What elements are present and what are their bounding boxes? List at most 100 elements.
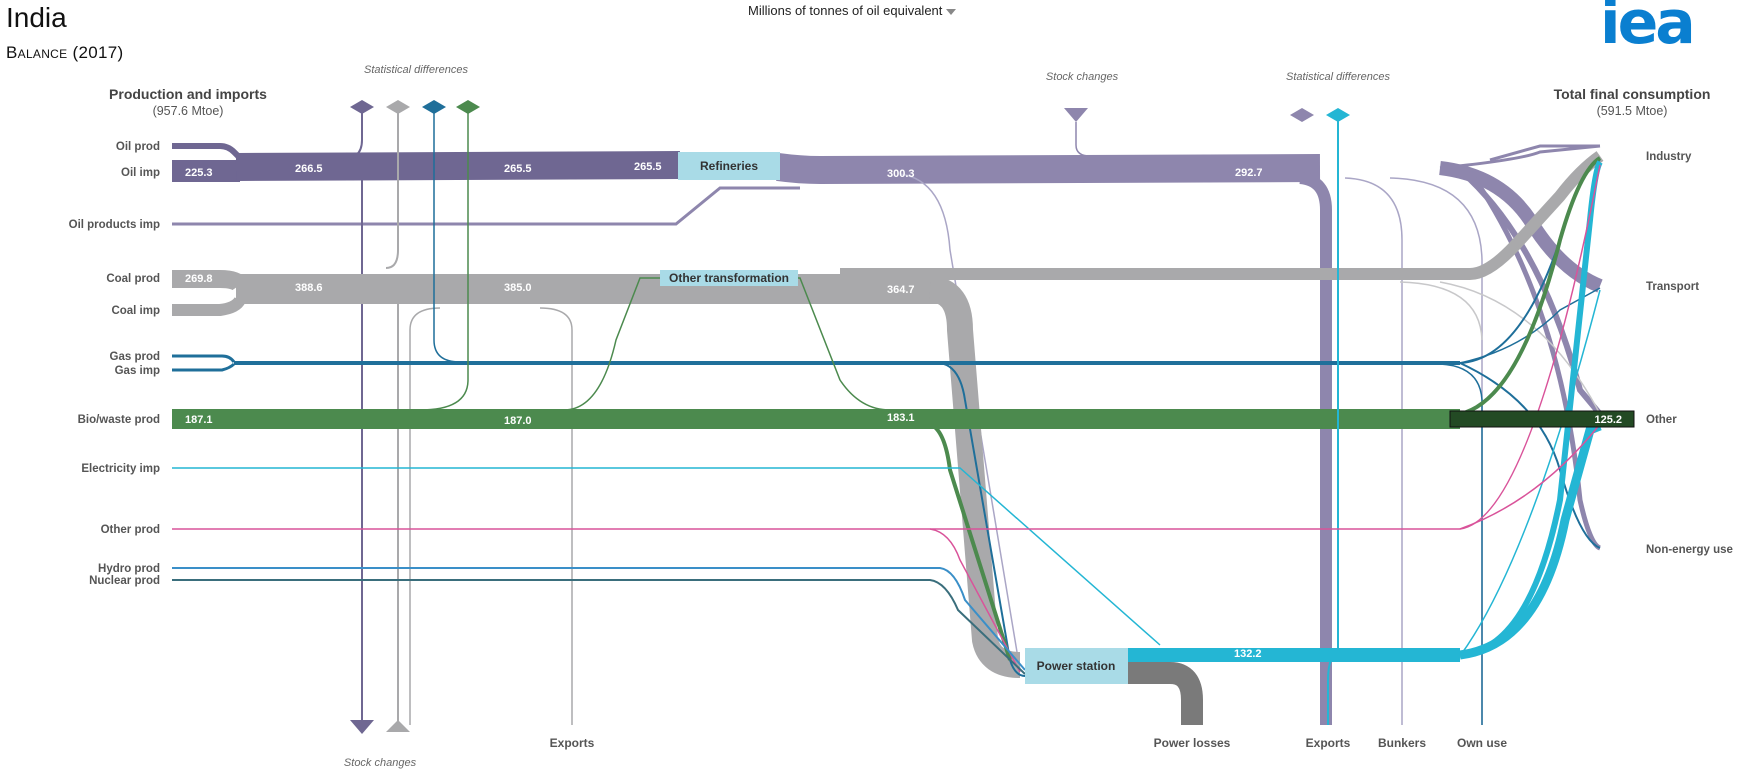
flow-other-other: [1459, 423, 1601, 530]
value-oil-c: 265.5: [634, 161, 662, 173]
source-label-nuclear-prod: Nuclear prod: [89, 575, 160, 587]
source-labels: Oil prod Oil imp Oil products imp Coal p…: [69, 141, 160, 587]
flow-gas-transport: [1459, 287, 1601, 364]
diamond-coal-icon[interactable]: [386, 100, 410, 114]
diamond-oil-right-icon[interactable]: [1290, 108, 1314, 122]
flow-coal-final: [840, 151, 1604, 280]
flow-coal-power: [928, 276, 1021, 678]
source-label-oil-products-imp: Oil products imp: [69, 219, 160, 231]
dark-bars: [172, 160, 1635, 428]
flow-oil-ownuse: [1389, 177, 1483, 725]
flow-oil-power: [899, 173, 1021, 671]
flows: [172, 110, 1604, 725]
flow-oil-bunker: [1344, 177, 1403, 725]
flow-other-power: [929, 528, 1021, 673]
sector-label-transport: Transport: [1646, 281, 1699, 293]
column-headers: Production and imports (957.6 Mtoe) Tota…: [109, 86, 1710, 118]
value-oil-a: 266.5: [295, 163, 323, 175]
flow-gas-imp: [172, 362, 236, 372]
source-label-oil-imp: Oil imp: [121, 167, 160, 179]
source-label-coal-imp: Coal imp: [111, 305, 160, 317]
diamond-bio-icon[interactable]: [456, 100, 480, 114]
flow-coal-stat: [385, 110, 399, 269]
flow-gas-prod: [172, 354, 236, 363]
diamond-gas-icon[interactable]: [422, 100, 446, 114]
bar-oil-imp: [172, 160, 234, 182]
flow-other-industry: [1459, 164, 1601, 530]
sink-label-own-use: Own use: [1457, 736, 1507, 750]
source-label-oil-prod: Oil prod: [116, 141, 160, 153]
diamond-electricity-icon[interactable]: [1326, 108, 1350, 122]
value-oil-d: 300.3: [887, 168, 915, 180]
sink-label-power-losses: Power losses: [1154, 736, 1231, 750]
value-oil-e: 292.7: [1235, 167, 1263, 179]
flow-gas-stat: [433, 110, 461, 363]
unit-selector-label: Millions of tonnes of oil equivalent: [748, 3, 943, 18]
unit-selector[interactable]: Millions of tonnes of oil equivalent: [748, 3, 957, 18]
bar-bio-final: [1449, 410, 1635, 428]
flow-oil-prod: [172, 143, 243, 161]
value-oil-imp: 225.3: [185, 167, 213, 179]
flow-oil-products: [776, 153, 1321, 185]
source-label-gas-imp: Gas imp: [115, 365, 160, 377]
flow-oil-stat-up: [339, 110, 363, 161]
flow-coal-imp: [172, 296, 246, 316]
country-title: India: [6, 2, 67, 33]
source-label-bio-prod: Bio/waste prod: [78, 414, 160, 426]
source-label-other-prod: Other prod: [101, 524, 160, 536]
flow-nuclear: [172, 579, 1026, 675]
flow-bio-industry: [1459, 156, 1602, 416]
triangle-stock-coal-icon[interactable]: [386, 720, 410, 732]
flow-coal-nonenergy: [1439, 281, 1601, 415]
value-oil-f: 195.6: [1410, 163, 1438, 175]
iea-logo: iea: [1600, 0, 1696, 58]
flow-gas-power: [939, 362, 1026, 677]
sink-label-exports-left: Exports: [550, 736, 595, 750]
sector-labels: Industry Transport Other Non-energy use: [1646, 151, 1733, 556]
value-coal-c: 364.7: [887, 284, 915, 296]
left-column-total: (957.6 Mtoe): [153, 104, 224, 118]
transformation-nodes: [660, 152, 1128, 684]
node-label-refineries: Refineries: [700, 159, 758, 173]
stat-diff-left-label: Statistical differences: [364, 64, 468, 76]
node-power-station-box[interactable]: [1025, 648, 1128, 684]
flow-power-transport: [1459, 289, 1601, 657]
flow-power-other: [1459, 421, 1602, 660]
flow-oil-to-exports: [1299, 172, 1332, 725]
flow-bio-stat: [419, 110, 469, 411]
right-column-title: Total final consumption: [1554, 86, 1711, 102]
sector-label-nonenergy: Non-energy use: [1646, 544, 1733, 556]
node-refineries-box[interactable]: [678, 152, 780, 180]
value-bio-a: 187.1: [185, 414, 213, 426]
flow-electricity-imp: [172, 467, 1161, 646]
stock-changes-bottom-label: Stock changes: [344, 757, 417, 769]
value-coal-a: 388.6: [295, 282, 323, 294]
sink-labels: Exports Power losses Exports Bunkers Own…: [550, 736, 1508, 750]
flow-power-losses: [1120, 662, 1203, 725]
flow-oil-other: [1458, 167, 1603, 416]
flow-coal-ownuse: [1399, 281, 1483, 341]
flow-coal-exports: [539, 307, 573, 725]
flow-oil-industry-b: [1489, 144, 1600, 162]
balance-subtitle: Balance (2017): [6, 43, 124, 62]
source-label-gas-prod: Gas prod: [110, 351, 160, 363]
chevron-down-icon: [946, 8, 957, 15]
value-power: 132.2: [1234, 648, 1262, 660]
annotation-labels: Statistical differences Statistical diff…: [344, 64, 1391, 769]
node-other-transformation-box[interactable]: [660, 270, 798, 286]
source-label-electricity-imp: Electricity imp: [81, 463, 160, 475]
value-coal-b: 385.0: [504, 282, 532, 294]
left-column-title: Production and imports: [109, 86, 267, 102]
flow-coal-import-loop: [409, 307, 441, 725]
flow-bio-power: [929, 422, 1012, 661]
triangle-stock-oil-icon[interactable]: [350, 720, 374, 734]
flow-value-labels: 225.3 266.5 265.5 265.5 300.3 292.7 195.…: [185, 161, 1622, 660]
flow-oil-crude: [235, 151, 681, 181]
value-bio-b: 187.0: [504, 415, 532, 427]
node-labels: Refineries Other transformation Power st…: [669, 159, 1115, 673]
sink-label-bunkers: Bunkers: [1378, 736, 1426, 750]
flow-hydro: [172, 567, 1026, 671]
diamond-oil-icon[interactable]: [350, 100, 374, 114]
triangle-stock-top-icon[interactable]: [1064, 108, 1088, 122]
flow-bio-other-up: [563, 277, 891, 411]
